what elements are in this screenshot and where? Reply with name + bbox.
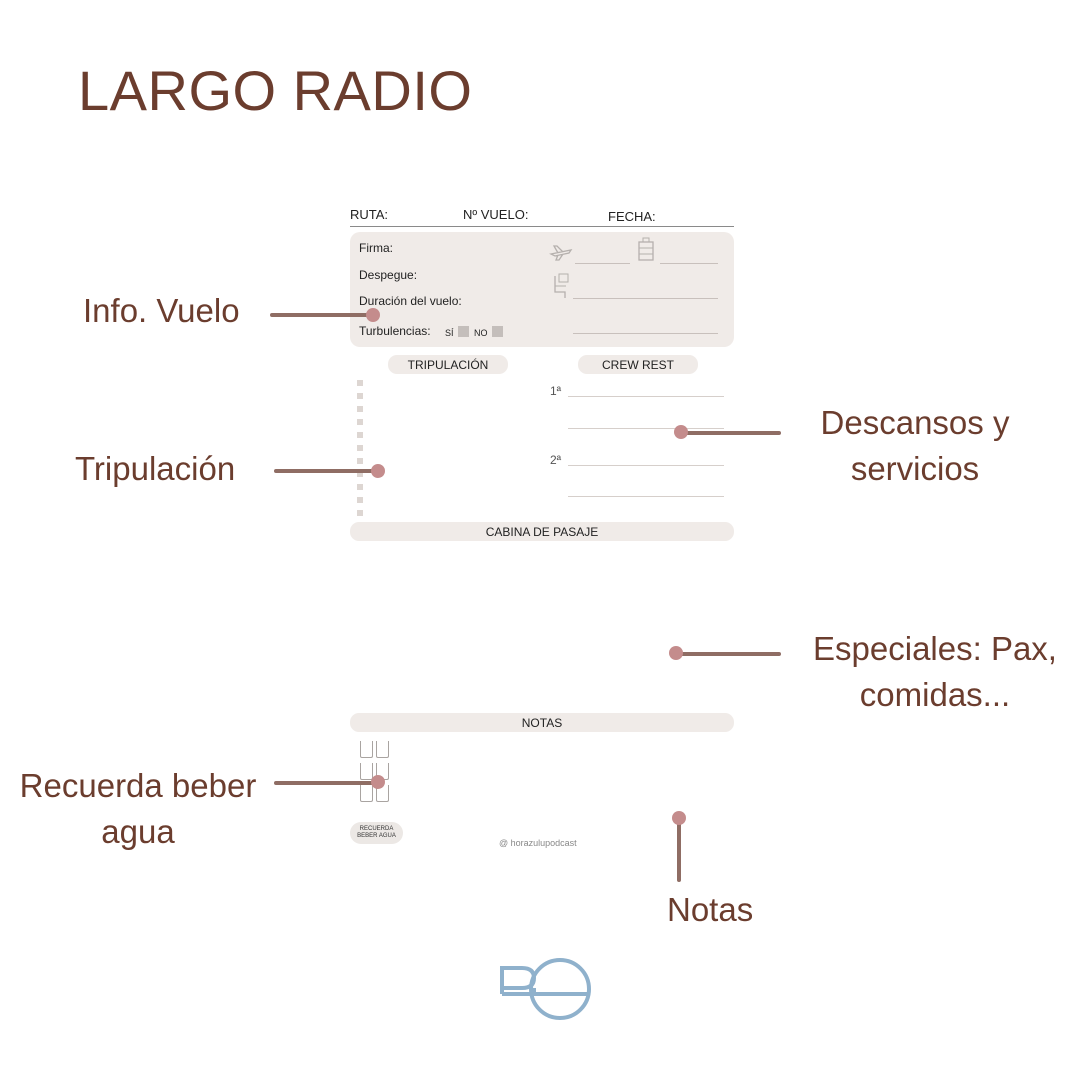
glass-icon[interactable] <box>360 785 373 802</box>
glass-icon[interactable] <box>376 741 389 758</box>
crew-dot-column <box>357 380 363 523</box>
marker-recuerda <box>371 775 385 789</box>
duracion-label: Duración del vuelo: <box>359 294 462 308</box>
despegue-label: Despegue: <box>359 268 418 282</box>
annotation-tripulacion: Tripulación <box>75 450 236 487</box>
header-divider <box>350 226 734 227</box>
annotation-info-vuelo: Info. Vuelo <box>83 292 240 329</box>
marker-info-vuelo <box>366 308 380 322</box>
annotation-especiales: Especiales: Pax,comidas... <box>813 630 1057 713</box>
marker-notas <box>672 811 686 825</box>
connector-info-vuelo <box>270 313 370 317</box>
no-checkbox[interactable] <box>492 326 503 337</box>
rest-line <box>568 428 724 429</box>
water-tracker <box>360 741 392 807</box>
connector-especiales <box>680 652 781 656</box>
si-label: SÍ <box>445 328 454 338</box>
cabina-pill: CABINA DE PASAJE <box>350 522 734 541</box>
info-line <box>575 263 630 264</box>
si-checkbox[interactable] <box>458 326 469 337</box>
rest-line <box>568 465 724 466</box>
annotation-notas: Notas <box>667 891 754 928</box>
tripulacion-pill: TRIPULACIÓN <box>388 355 508 374</box>
vuelo-label: Nº VUELO: <box>463 207 529 222</box>
rest-second-label: 2ª <box>550 453 562 467</box>
watermark: @ horazulupodcast <box>499 838 577 848</box>
trolley-icon <box>637 237 655 268</box>
glass-icon[interactable] <box>376 785 389 802</box>
firma-label: Firma: <box>359 241 393 255</box>
connector-descansos <box>685 431 781 435</box>
flight-info-box <box>350 232 734 347</box>
notas-pill: NOTAS <box>350 713 734 732</box>
seat-icon <box>551 272 571 305</box>
turbulencias-label: Turbulencias: <box>359 324 431 338</box>
crew-rest-pill: CREW REST <box>578 355 698 374</box>
connector-notas <box>677 818 681 882</box>
marker-especiales <box>669 646 683 660</box>
connector-tripulacion <box>274 469 374 473</box>
airplane-icon <box>549 244 573 267</box>
brand-logo <box>498 956 594 1029</box>
marker-tripulacion <box>371 464 385 478</box>
page-title: LARGO RADIO <box>78 59 473 122</box>
rest-first-label: 1ª <box>550 384 562 398</box>
glass-icon[interactable] <box>360 741 373 758</box>
info-line <box>660 263 718 264</box>
ruta-label: RUTA: <box>350 207 389 222</box>
marker-descansos <box>674 425 688 439</box>
rest-line <box>568 396 724 397</box>
rest-line <box>568 496 724 497</box>
info-line <box>573 298 718 299</box>
glass-icon[interactable] <box>360 763 373 780</box>
no-label: NO <box>474 328 488 338</box>
info-line <box>573 333 718 334</box>
fecha-label: FECHA: <box>608 209 656 224</box>
connector-recuerda <box>274 781 378 785</box>
